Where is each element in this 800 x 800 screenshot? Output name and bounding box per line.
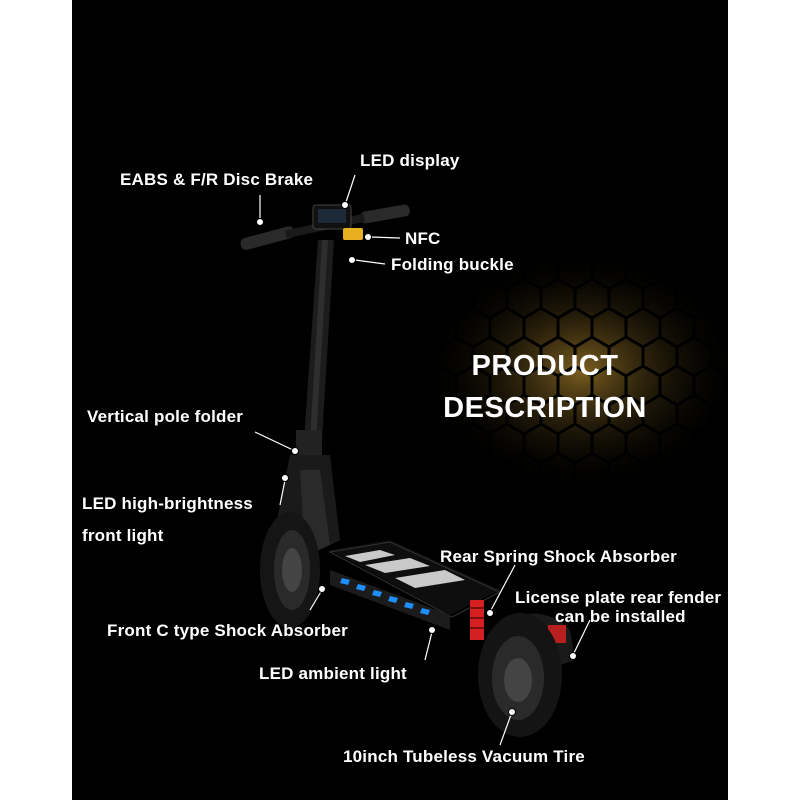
label-license-1: License plate rear fender xyxy=(515,588,722,607)
stem xyxy=(296,240,334,460)
product-panel xyxy=(72,0,728,800)
deck xyxy=(328,540,502,630)
label-license-2: can be installed xyxy=(555,607,686,626)
rear-wheel xyxy=(478,613,575,737)
label-front-light-1: LED high-brightness xyxy=(82,494,253,513)
title-line-1: PRODUCT xyxy=(471,350,619,382)
label-tire: 10inch Tubeless Vacuum Tire xyxy=(343,747,585,766)
pointer-lines xyxy=(254,174,591,746)
label-vertical-pole: Vertical pole folder xyxy=(87,407,244,426)
handlebar xyxy=(240,204,410,250)
label-folding-buckle: Folding buckle xyxy=(391,255,514,274)
front-wheel xyxy=(260,512,320,628)
pointer-dots xyxy=(256,201,577,716)
label-front-shock: Front C type Shock Absorber xyxy=(107,621,348,640)
honeycomb-pattern xyxy=(422,250,728,490)
label-eabs: EABS & F/R Disc Brake xyxy=(120,170,314,189)
label-ambient-light: LED ambient light xyxy=(259,664,407,683)
rear-spring xyxy=(470,600,484,640)
label-rear-shock: Rear Spring Shock Absorber xyxy=(440,547,677,566)
label-led-display: LED display xyxy=(360,151,460,170)
label-front-light-2: front light xyxy=(82,526,164,545)
title-line-2: DESCRIPTION xyxy=(443,392,647,424)
label-nfc: NFC xyxy=(405,229,441,248)
